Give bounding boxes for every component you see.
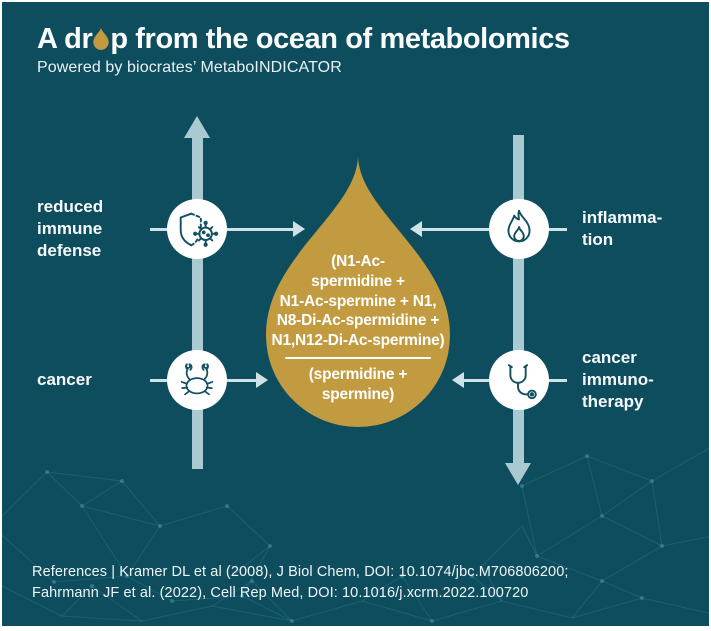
drop-icon	[93, 27, 109, 50]
immunotherapy-node	[489, 350, 549, 410]
denominator-line: (spermidine +	[308, 366, 408, 384]
reference-line: Fahrmann JF et al. (2022), Cell Rep Med,…	[32, 584, 529, 601]
connector-cancer-arrowhead	[256, 372, 268, 388]
cancer-node	[167, 350, 227, 410]
title-post: p from the ocean of metabolomics	[110, 23, 570, 55]
biomarker-ratio: (N1-Ac- spermidine + N1-Ac-spermine + N1…	[258, 252, 458, 405]
connector-inflammation-arrowhead	[410, 221, 422, 237]
reference-line: References | Kramer DL et al (2008), J B…	[32, 564, 569, 580]
numerator-line: N1-Ac-spermine + N1,	[279, 292, 437, 310]
ratio-numerator: (N1-Ac- spermidine + N1-Ac-spermine + N1…	[258, 252, 458, 351]
up-arrow-head	[184, 116, 210, 138]
shield-virus-icon	[179, 212, 219, 247]
numerator-line: (N1-Ac-	[331, 253, 385, 270]
down-arrow-head	[505, 463, 531, 485]
down-arrow-shaft	[513, 135, 524, 464]
subtitle: Powered by biocrates’ MetaboINDICATOR	[37, 59, 342, 76]
references: References | Kramer DL et al (2008), J B…	[32, 562, 569, 603]
numerator-line: spermidine +	[311, 272, 405, 290]
label-cancer-immunotherapy: cancer immuno- therapy	[582, 348, 654, 411]
header: A dr p from the ocean of metabolomics Pow…	[37, 22, 570, 77]
title-pre: A dr	[37, 23, 93, 55]
inflammation-node	[489, 199, 549, 259]
page-title: A dr p from the ocean of metabolomics	[37, 22, 570, 56]
label-reduced-immune-defense: reduced immune defense	[37, 197, 104, 260]
up-arrow-shaft	[192, 136, 203, 469]
numerator-line: N8-Di-Ac-spermidine +	[276, 312, 440, 330]
crab-icon	[180, 363, 214, 396]
label-inflammation: inflamma- tion	[582, 208, 663, 249]
immune-defense-node	[167, 199, 227, 259]
denominator-line: spermine)	[321, 386, 395, 404]
stethoscope-icon	[507, 364, 537, 400]
numerator-line: N1,N12-Di-Ac-spermine)	[271, 332, 445, 350]
label-cancer: cancer	[37, 370, 92, 389]
flame-icon	[507, 209, 531, 243]
ratio-denominator: (spermidine + spermine)	[258, 365, 458, 405]
ratio-divider-line	[285, 356, 431, 360]
connector-immunotherapy-arrowhead	[452, 372, 464, 388]
connector-immune-arrowhead	[293, 221, 305, 237]
